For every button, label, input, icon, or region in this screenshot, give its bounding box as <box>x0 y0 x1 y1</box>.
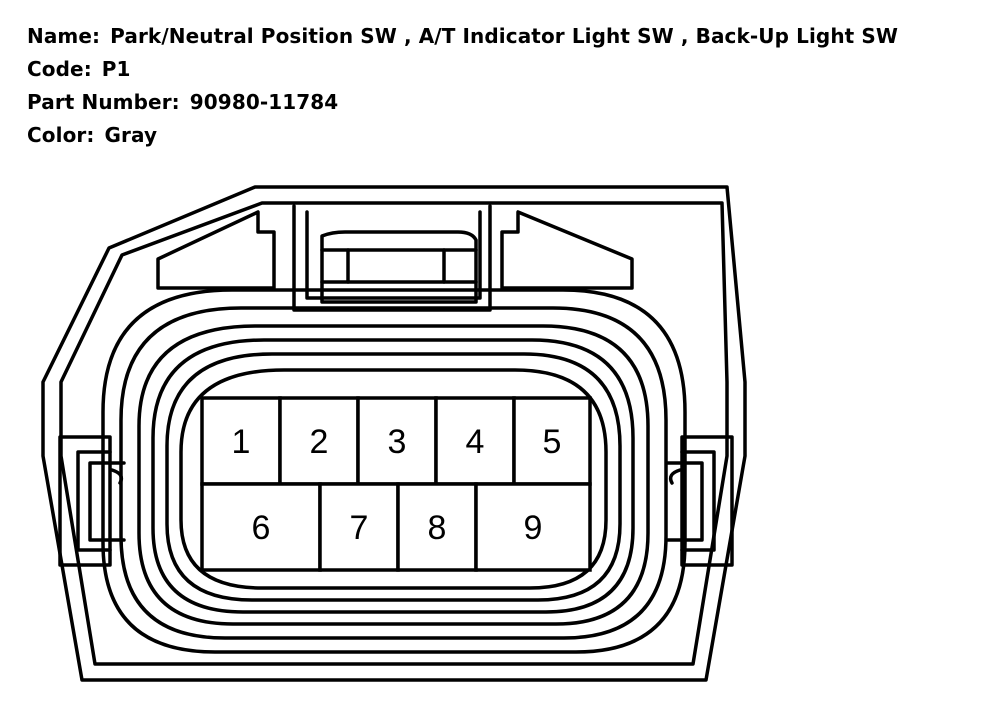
color-label: Color: <box>27 123 95 147</box>
seal-ring-4 <box>179 368 608 590</box>
housing-inner-outline <box>59 201 729 666</box>
right-latch-ramp <box>500 210 634 290</box>
housing-outline <box>41 185 747 682</box>
lock-tab <box>320 230 478 304</box>
pin-number: 1 <box>232 423 251 461</box>
pin-cavity-9 <box>474 482 592 572</box>
code-label: Code: <box>27 57 92 81</box>
lock-frame-outer <box>292 204 492 312</box>
connector-info: Name: Park/Neutral Position SW , A/T Indi… <box>27 20 898 152</box>
name-value: Park/Neutral Position SW , A/T Indicator… <box>110 24 899 48</box>
seal-outer <box>101 288 687 654</box>
seal-middle <box>119 306 668 640</box>
color-line: Color: Gray <box>27 119 898 152</box>
pin-number: 3 <box>388 423 407 461</box>
pin-number: 7 <box>350 509 369 547</box>
code-value: P1 <box>101 57 131 81</box>
lock-frame-inner <box>305 210 482 300</box>
seal-ring-1 <box>137 324 650 626</box>
part-number-line: Part Number: 90980-11784 <box>27 86 898 119</box>
pin-number: 9 <box>524 509 543 547</box>
pin-cavity-7 <box>318 482 400 572</box>
part-number-value: 90980-11784 <box>189 90 339 114</box>
color-value: Gray <box>104 123 158 147</box>
pin-cavity-1 <box>200 396 282 486</box>
pin-number: 2 <box>310 423 329 461</box>
pin-number: 8 <box>428 509 447 547</box>
pin-cavity-8 <box>396 482 478 572</box>
left-latch-ramp <box>156 210 276 290</box>
code-line: Code: P1 <box>27 53 898 86</box>
left-side-clip <box>58 435 112 567</box>
pin-cavity-5 <box>512 396 592 486</box>
seal-ring-2 <box>151 338 635 614</box>
part-number-label: Part Number: <box>27 90 180 114</box>
right-side-clip <box>680 435 734 567</box>
seal-ring-3 <box>165 352 622 602</box>
pin-number: 5 <box>543 423 562 461</box>
pin-number: 4 <box>466 423 485 461</box>
pin-cavity-3 <box>356 396 438 486</box>
pin-number: 6 <box>252 509 271 547</box>
name-label: Name: <box>27 24 101 48</box>
name-line: Name: Park/Neutral Position SW , A/T Indi… <box>27 20 898 53</box>
